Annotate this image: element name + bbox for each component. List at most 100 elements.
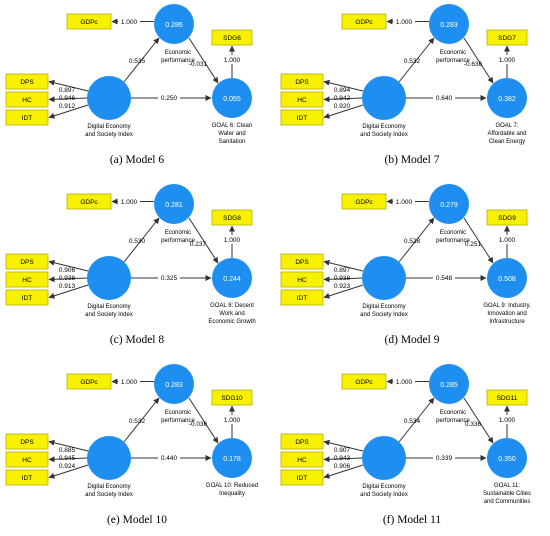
desi-label: and Society Index: [85, 132, 133, 138]
goal-label: Economic Growth: [208, 319, 255, 325]
dimension-loading-arrow-idt: [323, 464, 364, 479]
desi-label: Digital Economy: [362, 124, 405, 130]
sdg-loading-bg: [221, 55, 243, 64]
sdg-loading-value: 1.000: [499, 57, 516, 64]
dimension-loading-value-idt: 0.924: [59, 463, 76, 470]
desi-construct: [362, 256, 406, 300]
economic-performance-label: Economic: [440, 410, 466, 416]
goal-r2: 0.382: [498, 96, 516, 103]
gdpc-indicator-box: [66, 193, 112, 210]
path-desei-goal-bg: [433, 273, 455, 282]
path-desei-goal-bg: [158, 273, 180, 282]
path-desei-econ: [123, 397, 160, 443]
path-desei-goal-bg: [433, 453, 455, 462]
goal-construct: [487, 258, 527, 298]
path-desei-econ-value: 0.535: [129, 58, 146, 65]
path-desei-econ-value: 0.530: [129, 238, 146, 245]
dimension-loading-arrow-hc: [323, 456, 364, 463]
path-desei-goal-value: 0.339: [436, 455, 453, 462]
dimension-label-idt: IDT: [297, 475, 308, 482]
dimension-label-idt: IDT: [22, 475, 33, 482]
sdg-indicator-label: SDG10: [221, 395, 243, 402]
path-desei-goal-bg: [158, 93, 180, 102]
desi-label: and Society Index: [85, 312, 133, 318]
goal-r2: 0.350: [498, 456, 516, 463]
gdpc-loading-bg: [118, 197, 140, 206]
dimension-box-dps: [280, 253, 324, 270]
dimension-loading-arrow-idt: [48, 284, 89, 299]
sdg-indicator-box: [486, 389, 528, 406]
goal-label: and Communities: [484, 499, 531, 505]
path-econ-goal: [188, 217, 219, 264]
dimension-box-dps: [5, 73, 49, 90]
dimension-box-idt: [5, 469, 49, 486]
desi-label: and Society Index: [360, 492, 408, 498]
gdpc-indicator-label: GDPc: [355, 199, 373, 206]
sdg-indicator-box: [486, 209, 528, 226]
dimension-box-dps: [5, 433, 49, 450]
dimension-box-hc: [5, 91, 49, 108]
gdpc-indicator-box: [66, 13, 112, 30]
dimension-loading-value-dps: 0.906: [59, 267, 76, 274]
dimension-loading-arrow-dps: [323, 259, 364, 272]
dimension-loading-value-dps: 0.885: [59, 447, 76, 454]
dimension-loading-value-hc: 0.938: [59, 275, 76, 282]
goal-construct: [212, 258, 252, 298]
path-desei-goal-value: 0.548: [436, 275, 453, 282]
sdg-indicator-box: [211, 29, 253, 46]
path-desei-goal-bg: [158, 453, 180, 462]
desi-label: Digital Economy: [362, 484, 405, 490]
dimension-box-hc: [280, 271, 324, 288]
dimension-loading-arrow-dps: [48, 439, 89, 452]
gdpc-loading-value: 1.000: [396, 379, 413, 386]
dimension-loading-arrow-dps: [323, 439, 364, 452]
sdg-loading-value: 1.000: [224, 57, 241, 64]
gdpc-loading-bg: [393, 197, 415, 206]
path-desei-econ: [398, 397, 435, 443]
goal-construct: [212, 78, 252, 118]
dimension-label-dps: DPS: [295, 259, 309, 266]
path-desei-econ-value: 0.532: [129, 418, 146, 425]
path-econ-goal: [188, 397, 219, 444]
desi-label: Digital Economy: [87, 484, 130, 490]
economic-performance-construct: [154, 4, 194, 44]
goal-label: GOAL 8: Decent: [210, 303, 254, 309]
sdg-indicator-label: SDG9: [498, 215, 516, 222]
dimension-label-hc: HC: [297, 457, 307, 464]
gdpc-loading-value: 1.000: [121, 199, 138, 206]
desi-label: Digital Economy: [362, 304, 405, 310]
path-desei-econ: [398, 37, 435, 83]
sdg-indicator-box: [211, 209, 253, 226]
goal-label: Inequality: [219, 491, 245, 497]
dimension-loading-value-idt: 0.920: [334, 103, 351, 110]
sdg-indicator-box: [211, 389, 253, 406]
desi-construct: [87, 256, 131, 300]
sdg-loading-bg: [496, 235, 518, 244]
dimension-label-idt: IDT: [22, 115, 33, 122]
dimension-box-idt: [5, 289, 49, 306]
dimension-box-dps: [280, 433, 324, 450]
goal-construct: [487, 438, 527, 478]
dimension-loading-arrow-hc: [48, 276, 89, 283]
goal-r2: 0.178: [223, 456, 241, 463]
dimension-box-idt: [5, 109, 49, 126]
economic-performance-label: performance: [436, 238, 470, 244]
path-econ-goal-value: 0.237: [190, 241, 207, 248]
path-econ-goal-value: -0.636: [464, 61, 483, 68]
dimension-label-hc: HC: [22, 457, 32, 464]
gdpc-indicator-box: [66, 373, 112, 390]
goal-label: GOAL 10: Reduced: [206, 483, 258, 489]
path-econ-goal: [188, 37, 219, 84]
gdpc-indicator-box: [341, 373, 387, 390]
dimension-box-idt: [280, 469, 324, 486]
sdg-loading-bg: [221, 235, 243, 244]
dimension-label-hc: HC: [22, 97, 32, 104]
gdpc-loading-value: 1.000: [396, 19, 413, 26]
sdg-indicator-label: SDG7: [498, 35, 516, 42]
economic-performance-label: performance: [161, 238, 195, 244]
economic-performance-construct: [429, 4, 469, 44]
sdg-loading-value: 1.000: [499, 417, 516, 424]
economic-performance-r2: 0.281: [165, 202, 183, 209]
economic-performance-label: Economic: [440, 230, 466, 236]
